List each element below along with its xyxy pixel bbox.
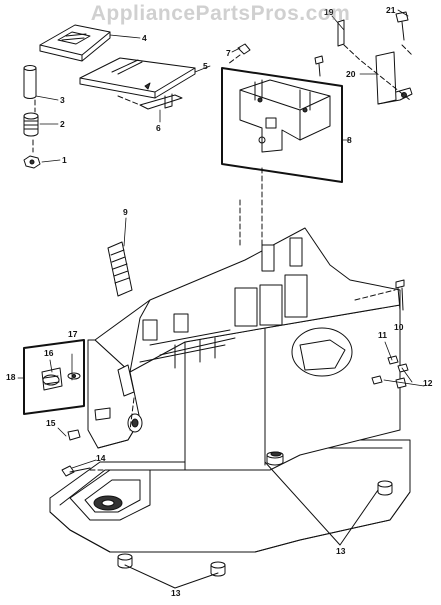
callout-21: 21 [386,5,396,15]
callout-19: 19 [324,7,334,17]
callout-9: 9 [123,207,128,217]
detail-box-8 [221,67,343,183]
callout-18: 18 [6,372,16,382]
callout-2: 2 [60,119,65,129]
needle-plate-assembly [23,24,196,169]
alignment-lines [32,44,413,471]
callout-10: 10 [394,322,404,332]
callout-16: 16 [44,348,54,358]
callout-7: 7 [226,48,231,58]
callout-17: 17 [68,329,78,339]
small-screws [61,429,91,477]
callout-13-right: 13 [336,546,346,556]
grille-insert [107,241,133,297]
callout-14: 14 [96,453,106,463]
callout-6: 6 [156,123,161,133]
callout-1: 1 [62,155,67,165]
callout-11: 11 [378,330,387,340]
callout-20: 20 [346,69,356,79]
callout-labels: 1 2 3 4 5 6 7 8 9 10 11 12 13 13 14 15 1… [6,5,433,598]
callout-5: 5 [203,61,208,71]
screws-and-bracket [237,11,413,389]
machine-housing [49,227,411,553]
leader-lines [17,9,425,469]
callout-13-left: 13 [171,588,181,598]
callout-15: 15 [46,418,56,428]
callout-4: 4 [142,33,147,43]
rubber-feet [117,451,393,589]
callout-8: 8 [347,135,352,145]
detail-box-18 [23,339,85,415]
callout-3: 3 [60,95,65,105]
callout-12: 12 [423,378,433,388]
